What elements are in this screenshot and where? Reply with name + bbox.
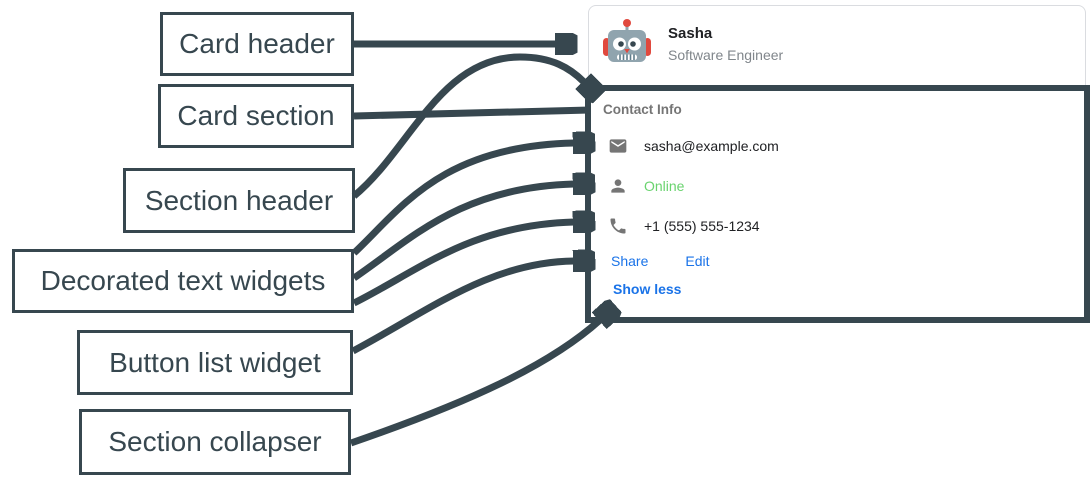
- card-section: Contact Info sasha@example.com Online +1…: [585, 85, 1090, 323]
- email-icon: [609, 139, 627, 153]
- share-button[interactable]: Share: [611, 253, 649, 269]
- card-header-subtitle: Software Engineer: [668, 47, 784, 63]
- section-collapser-button[interactable]: Show less: [613, 281, 682, 297]
- arrow-decorated-text-phone: [352, 222, 574, 307]
- label-text: Section header: [144, 184, 334, 216]
- decorated-text-value: Online: [644, 178, 685, 194]
- button-list: Share Edit: [611, 253, 709, 269]
- label-text: Decorated text widgets: [40, 265, 326, 296]
- label-card-header: Card header: [160, 12, 354, 76]
- label-decorated-text-widgets: Decorated text widgets: [12, 249, 354, 313]
- decorated-text-value: sasha@example.com: [644, 138, 779, 154]
- section-header: Contact Info: [603, 102, 682, 117]
- arrow-section-collapser: [349, 320, 600, 447]
- decorated-text-phone: +1 (555) 555-1234: [608, 216, 760, 236]
- decorated-text-value: +1 (555) 555-1234: [644, 218, 760, 234]
- contact-card: Sasha Software Engineer Contact Info sas…: [585, 5, 1090, 323]
- label-button-list-widget: Button list widget: [77, 330, 353, 395]
- label-section-header: Section header: [123, 168, 355, 233]
- label-text: Button list widget: [109, 346, 321, 378]
- arrow-section-header: [351, 53, 584, 199]
- label-text: Section collapser: [108, 426, 322, 457]
- label-section-collapser: Section collapser: [79, 409, 351, 475]
- card-header-title: Sasha: [668, 25, 713, 42]
- edit-button[interactable]: Edit: [685, 253, 710, 269]
- decorated-text-status: Online: [608, 176, 684, 196]
- arrow-button-list: [351, 261, 574, 355]
- label-text: Card header: [179, 28, 335, 59]
- arrow-card-section: [353, 106, 591, 120]
- arrow-decorated-text-status: [352, 184, 574, 281]
- robot-avatar-icon: [603, 19, 651, 62]
- label-text: Card section: [177, 100, 335, 131]
- label-card-section: Card section: [158, 84, 354, 148]
- arrow-decorated-text-email: [351, 143, 574, 256]
- person-icon: [611, 179, 625, 193]
- decorated-text-email: sasha@example.com: [608, 136, 779, 156]
- phone-icon: [610, 218, 626, 234]
